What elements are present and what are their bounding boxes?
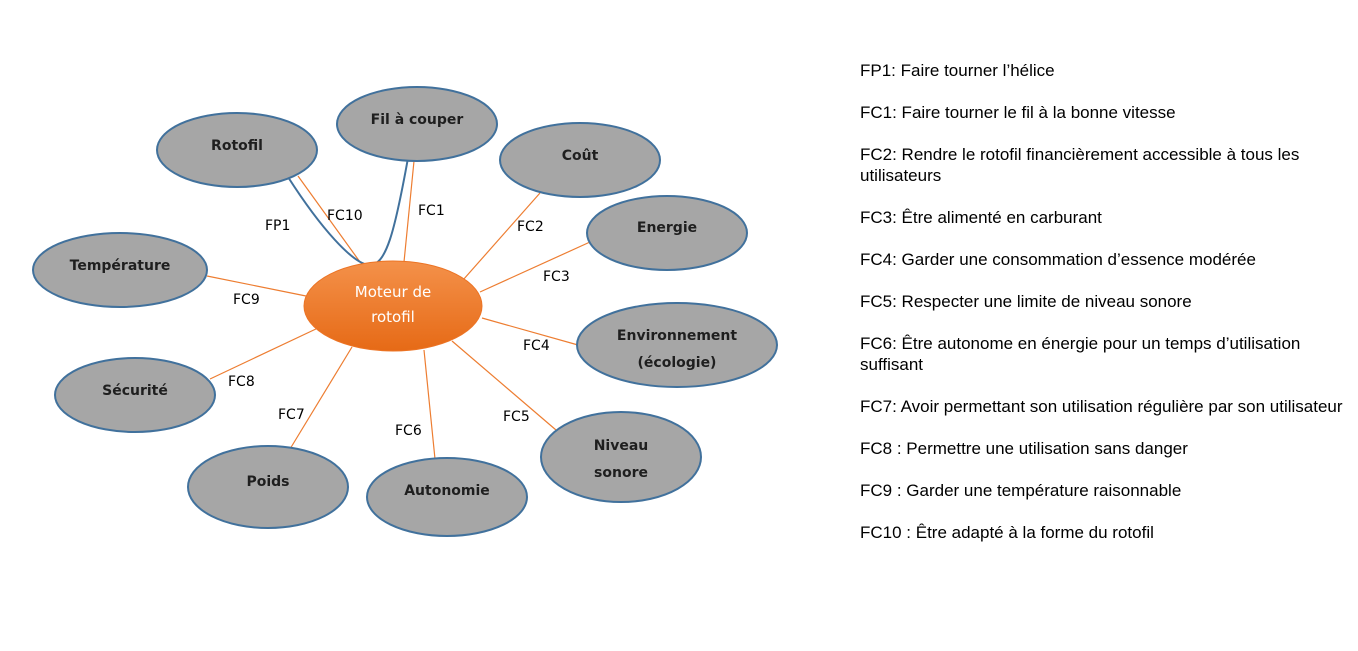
connector-securite [209, 327, 319, 380]
label-fc2: FC2 [517, 219, 544, 235]
connector-lines [206, 160, 591, 460]
connector-niveau [451, 340, 557, 431]
node-securite: Sécurité [54, 357, 216, 433]
legend-item-fc4: FC4: Garder une consommation d’essence m… [860, 250, 1256, 269]
node-temperature: Température [32, 232, 208, 308]
label-fc4: FC4 [523, 338, 550, 354]
connector-environnement [481, 317, 579, 346]
function-labels: FP1 FC10 FC1 FC2 FC3 FC9 FC4 FC8 FC7 FC6… [228, 203, 570, 439]
connector-energie [479, 241, 591, 293]
label-fc7: FC7 [278, 407, 305, 423]
center-label-1: Moteur de [355, 283, 431, 301]
node-environnement-label-2: (écologie) [638, 355, 717, 371]
label-fp1: FP1 [265, 218, 290, 234]
connector-rotofil [297, 175, 361, 263]
node-niveau-sonore: Niveau sonore [540, 411, 702, 503]
legend-item-fc5: FC5: Respecter une limite de niveau sono… [860, 292, 1192, 311]
legend-item-fp1: FP1: Faire tourner l’hélice [860, 61, 1055, 80]
node-cout: Coût [499, 122, 661, 198]
octopus-diagram: Rotofil Fil à couper Coût Energie Tempér… [32, 86, 778, 537]
node-niveau-label-2: sonore [594, 465, 648, 481]
node-niveau-label-1: Niveau [594, 438, 649, 454]
label-fc1: FC1 [418, 203, 445, 219]
label-fc10: FC10 [327, 208, 363, 224]
label-fc5: FC5 [503, 409, 530, 425]
legend-item-fc1: FC1: Faire tourner le fil à la bonne vit… [860, 103, 1176, 122]
connector-cout [462, 192, 541, 281]
node-rotofil: Rotofil [156, 112, 318, 188]
legend-item-fc7: FC7: Avoir permettant son utilisation ré… [860, 397, 1343, 416]
label-fc8: FC8 [228, 374, 255, 390]
node-fil-a-couper: Fil à couper [336, 86, 498, 162]
legend-item-fc9: FC9 : Garder une température raisonnable [860, 481, 1182, 500]
node-securite-label: Sécurité [102, 383, 168, 399]
node-cout-label: Coût [562, 148, 599, 164]
legend-item-fc8: FC8 : Permettre une utilisation sans dan… [860, 439, 1188, 458]
node-autonomie: Autonomie [366, 457, 528, 537]
node-fil-label: Fil à couper [371, 112, 464, 128]
connector-temperature [206, 275, 307, 297]
legend-item-fc6: FC6: Être autonome en énergie pour un te… [860, 334, 1301, 374]
label-fc9: FC9 [233, 292, 260, 308]
node-poids-label: Poids [246, 474, 289, 490]
legend-item-fc10: FC10 : Être adapté à la forme du rotofil [860, 523, 1154, 542]
node-autonomie-label: Autonomie [404, 483, 490, 499]
label-fc3: FC3 [543, 269, 570, 285]
node-energie-label: Energie [637, 220, 697, 236]
node-rotofil-label: Rotofil [211, 138, 263, 154]
function-legend: FP1: Faire tourner l’hélice FC1: Faire t… [860, 60, 1350, 564]
center-node: Moteur de rotofil [303, 260, 483, 352]
node-environnement: Environnement (écologie) [576, 302, 778, 388]
connector-fil [403, 160, 415, 263]
legend-item-fc3: FC3: Être alimenté en carburant [860, 208, 1102, 227]
label-fc6: FC6 [395, 423, 422, 439]
center-label-2: rotofil [371, 308, 415, 326]
connector-poids [289, 346, 353, 450]
node-temperature-label: Température [70, 258, 171, 274]
legend-item-fc2: FC2: Rendre le rotofil financièrement ac… [860, 145, 1300, 185]
connector-autonomie [423, 349, 436, 460]
node-energie: Energie [586, 195, 748, 271]
node-poids: Poids [187, 445, 349, 529]
node-environnement-label-1: Environnement [617, 328, 737, 344]
